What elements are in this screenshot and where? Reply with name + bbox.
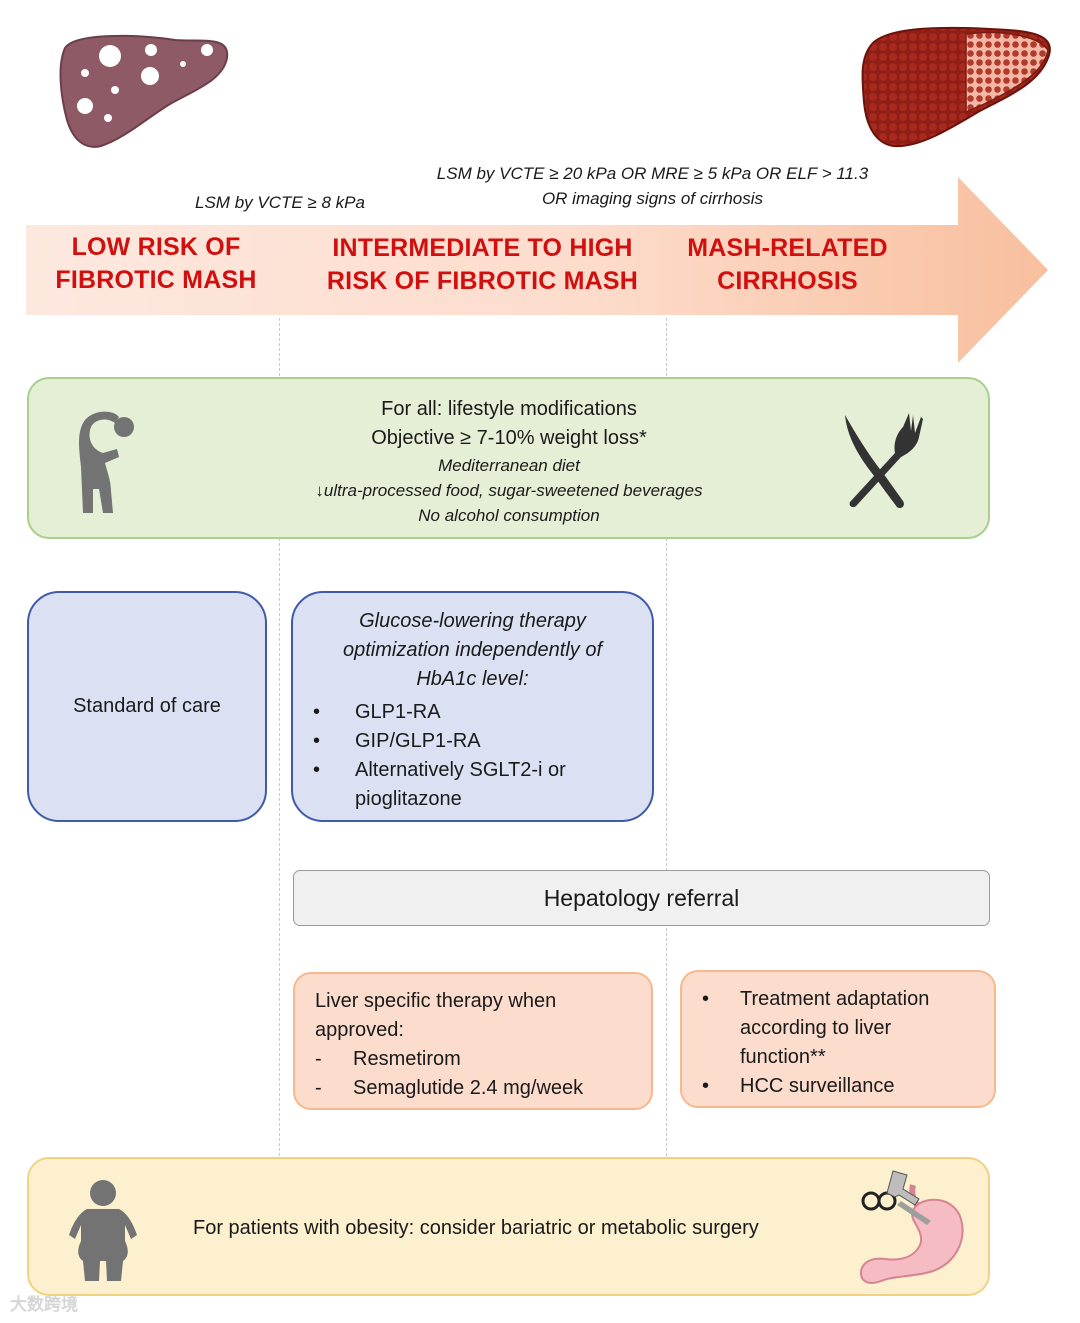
standard-of-care-label: Standard of care [73,695,221,717]
criteria-lsm-8: LSM by VCTE ≥ 8 kPa [195,193,365,212]
lifestyle-title: For all: lifestyle modifications [381,398,637,420]
stage-divider-2 [666,318,667,1156]
hepatology-referral-label: Hepatology referral [543,884,740,911]
list-item: •HCC surveillance [702,1075,895,1097]
steatotic-liver-icon [59,34,229,148]
stage-divider-1 [279,318,280,1156]
bariatric-surgery-box: For patients with obesity: consider bari… [27,1157,990,1296]
list-item: -Resmetirom [315,1048,461,1070]
list-item: function** [740,1046,826,1068]
criteria-cirrhosis: LSM by VCTE ≥ 20 kPa OR MRE ≥ 5 kPa OR E… [436,164,869,208]
list-item: -Semaglutide 2.4 mg/week [315,1077,584,1099]
liver-specific-therapy-box: Liver specific therapy when approved: -R… [293,972,653,1110]
standard-of-care-box: Standard of care [27,591,267,822]
knife-fork-icon [845,413,923,509]
alcohol-advice: No alcohol consumption [418,506,600,525]
food-advice: ↓ultra-processed food, sugar-sweetened b… [315,481,703,500]
bariatric-surgery-text: For patients with obesity: consider bari… [193,1217,759,1239]
obese-person-icon [69,1180,137,1281]
progression-arrow [26,177,1048,363]
glucose-therapy-box: Glucose-lowering therapy optimization in… [291,591,654,822]
hepatology-referral-box: Hepatology referral [293,870,990,926]
stretching-person-icon [79,411,134,513]
watermark: 大数跨境 [10,1295,78,1314]
list-item: •Treatment adaptation [702,988,930,1010]
list-item: according to liver [740,1017,892,1039]
lifestyle-box: For all: lifestyle modifications Objecti… [27,377,990,539]
glucose-therapy-list: •GLP1-RA •GIP/GLP1-RA •Alternatively SGL… [313,698,643,814]
weight-loss-objective: Objective ≥ 7-10% weight loss* [371,427,647,449]
glucose-therapy-heading: Glucose-lowering therapy optimization in… [342,610,603,690]
treatment-adaptation-box: •Treatment adaptation according to liver… [680,970,996,1108]
liver-specific-line1: Liver specific therapy when [315,990,557,1012]
stomach-scissors-icon [859,1170,964,1284]
list-item: pioglitazone [355,788,462,810]
liver-specific-line2: approved: [315,1019,404,1041]
diet-advice: Mediterranean diet [438,456,580,475]
list-item: •Alternatively SGLT2-i or [313,759,566,781]
cirrhotic-liver-icon [861,26,1051,148]
list-item: •GIP/GLP1-RA [313,730,481,752]
list-item: •GLP1-RA [313,701,441,723]
lifestyle-text: For all: lifestyle modifications Objecti… [189,395,829,528]
